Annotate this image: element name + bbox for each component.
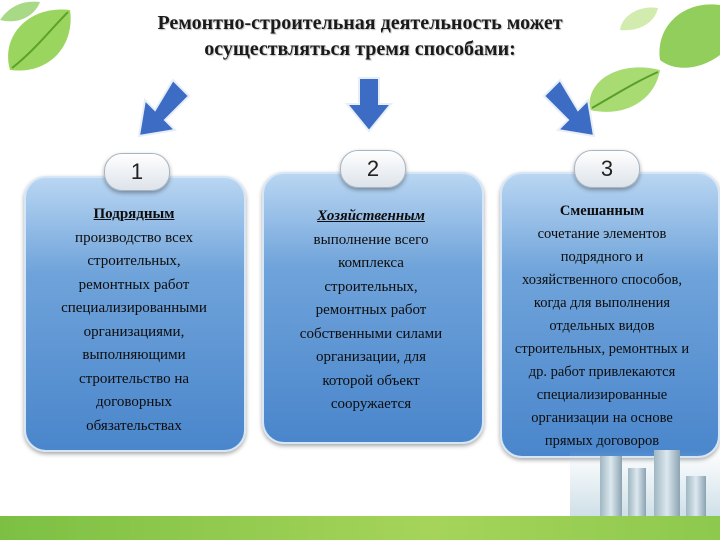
method-3-line: строительных, ремонтных и — [514, 341, 690, 357]
method-number-2: 2 — [340, 150, 406, 188]
method-1-line: договорных — [96, 394, 172, 410]
method-2-line: которой объект — [322, 372, 420, 389]
method-2-line: ремонтных работ — [315, 302, 427, 318]
method-1-line: производство всех — [75, 229, 193, 246]
method-heading-3: Смешанным — [559, 203, 645, 219]
method-3-line: специализированные — [536, 387, 668, 403]
arrow-down-right-icon — [542, 78, 596, 138]
method-1-line: обязательствах — [86, 417, 182, 434]
method-1-line: специализированными — [61, 300, 207, 316]
leaf-decoration-top-right-icon — [589, 4, 720, 112]
method-card-2-text: Хозяйственным выполнение всего комплекса… — [262, 205, 480, 417]
method-1-line: организациями, — [83, 323, 185, 340]
method-1-line: ремонтных работ — [78, 276, 190, 293]
page-title: Ремонтно-строительная деятельность может… — [80, 10, 640, 62]
building-shape — [654, 450, 680, 516]
method-3-line: др. работ привлекаются — [528, 364, 676, 380]
leaf-decoration-top-left-icon — [0, 1, 71, 71]
building-shape — [686, 476, 706, 516]
building-shape — [600, 456, 622, 516]
method-heading-2: Хозяйственным — [317, 208, 425, 224]
method-2-line: организации, для — [315, 349, 427, 365]
method-number-3: 3 — [574, 150, 640, 188]
method-card-1 — [24, 176, 246, 452]
arrow-down-icon — [344, 77, 394, 133]
title-line-2: осуществляться тремя способами: — [204, 38, 516, 60]
method-3-line: хозяйственного способов, — [522, 272, 682, 288]
method-2-line: комплекса — [338, 255, 404, 271]
method-number-1: 1 — [104, 153, 170, 191]
method-3-line: подрядного и — [560, 249, 644, 265]
method-heading-1: Подрядным — [93, 206, 175, 222]
method-2-line: выполнение всего — [313, 231, 429, 248]
method-1-line: строительных, — [87, 253, 181, 269]
arrow-down-left-icon — [137, 78, 191, 138]
method-card-2 — [262, 172, 484, 444]
method-2-line: собственными силами — [299, 325, 443, 342]
method-3-line: организации на основе — [531, 410, 673, 426]
method-2-line: сооружается — [330, 396, 412, 412]
city-buildings-decoration — [570, 450, 720, 516]
method-1-line: строительство на — [78, 370, 190, 387]
method-1-line: выполняющими — [82, 347, 186, 363]
method-3-line: когда для выполнения — [533, 295, 671, 311]
method-3-line: сочетание элементов — [537, 226, 667, 242]
method-card-3-text: Смешанным сочетание элементов подрядного… — [486, 200, 718, 453]
method-3-line: прямых договоров — [544, 433, 660, 449]
method-2-line: строительных, — [324, 278, 418, 295]
title-line-1: Ремонтно-строительная деятельность может — [157, 12, 563, 34]
method-3-line: отдельных видов — [549, 318, 655, 334]
method-card-1-text: Подрядным производство всех строительных… — [18, 203, 250, 438]
building-shape — [628, 468, 646, 516]
bottom-decorative-bar — [0, 516, 720, 540]
method-card-3 — [500, 172, 720, 458]
